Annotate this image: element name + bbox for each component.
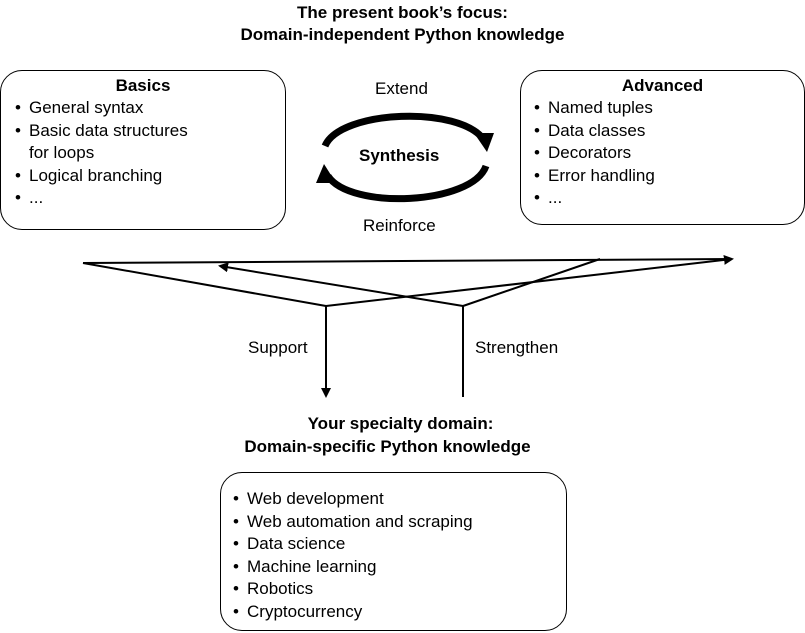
synthesis-label: Synthesis	[359, 146, 440, 165]
list-item: ...	[534, 187, 804, 210]
bottom-title-line1: Your specialty domain:	[307, 414, 494, 433]
list-item: Web automation and scraping	[233, 511, 566, 534]
list-item: Robotics	[233, 578, 566, 601]
list-item: Basic data structures	[15, 120, 285, 143]
list-item: Data science	[233, 533, 566, 556]
flow-line-left-to-support	[82, 262, 327, 307]
basics-list: General syntax Basic data structures for…	[1, 97, 285, 210]
strengthen-label: Strengthen	[475, 338, 559, 357]
list-item: Web development	[233, 488, 566, 511]
cycle-arrowhead-reinforce	[316, 164, 336, 183]
advanced-list: Named tuples Data classes Decorators Err…	[521, 97, 804, 210]
list-item-continuation: for loops	[29, 143, 95, 162]
advanced-title: Advanced	[621, 76, 704, 95]
cycle-arc-reinforce	[325, 164, 490, 203]
list-item: General syntax	[15, 97, 285, 120]
basics-box: Basics General syntax Basic data structu…	[0, 70, 286, 230]
list-item: Machine learning	[233, 556, 566, 579]
top-title-line1: The present book’s focus:	[297, 3, 508, 22]
list-item: Decorators	[534, 142, 804, 165]
cycle-arc-extend	[321, 112, 487, 148]
extend-label: Extend	[375, 79, 428, 98]
bottom-title-line2: Domain-specific Python knowledge	[244, 437, 531, 456]
list-item: Cryptocurrency	[233, 601, 566, 624]
list-item: Error handling	[534, 165, 804, 188]
list-item: Data classes	[534, 120, 804, 143]
list-item: Logical branching	[15, 165, 285, 188]
flow-line-basics-to-advanced	[82, 258, 733, 264]
top-title-line2: Domain-independent Python knowledge	[240, 25, 565, 44]
flow-line-strengthen-to-basics	[218, 262, 464, 307]
basics-title: Basics	[115, 76, 171, 95]
reinforce-label: Reinforce	[363, 216, 436, 235]
support-label: Support	[248, 338, 308, 357]
cycle-arrowhead-extend	[474, 133, 494, 152]
advanced-box: Advanced Named tuples Data classes Decor…	[520, 70, 805, 225]
list-item: Named tuples	[534, 97, 804, 120]
flow-line-advanced-to-strengthen	[462, 258, 601, 307]
specialty-list: Web development Web automation and scrap…	[221, 488, 566, 623]
list-item: ...	[15, 187, 285, 210]
specialty-box: Web development Web automation and scrap…	[220, 472, 567, 631]
